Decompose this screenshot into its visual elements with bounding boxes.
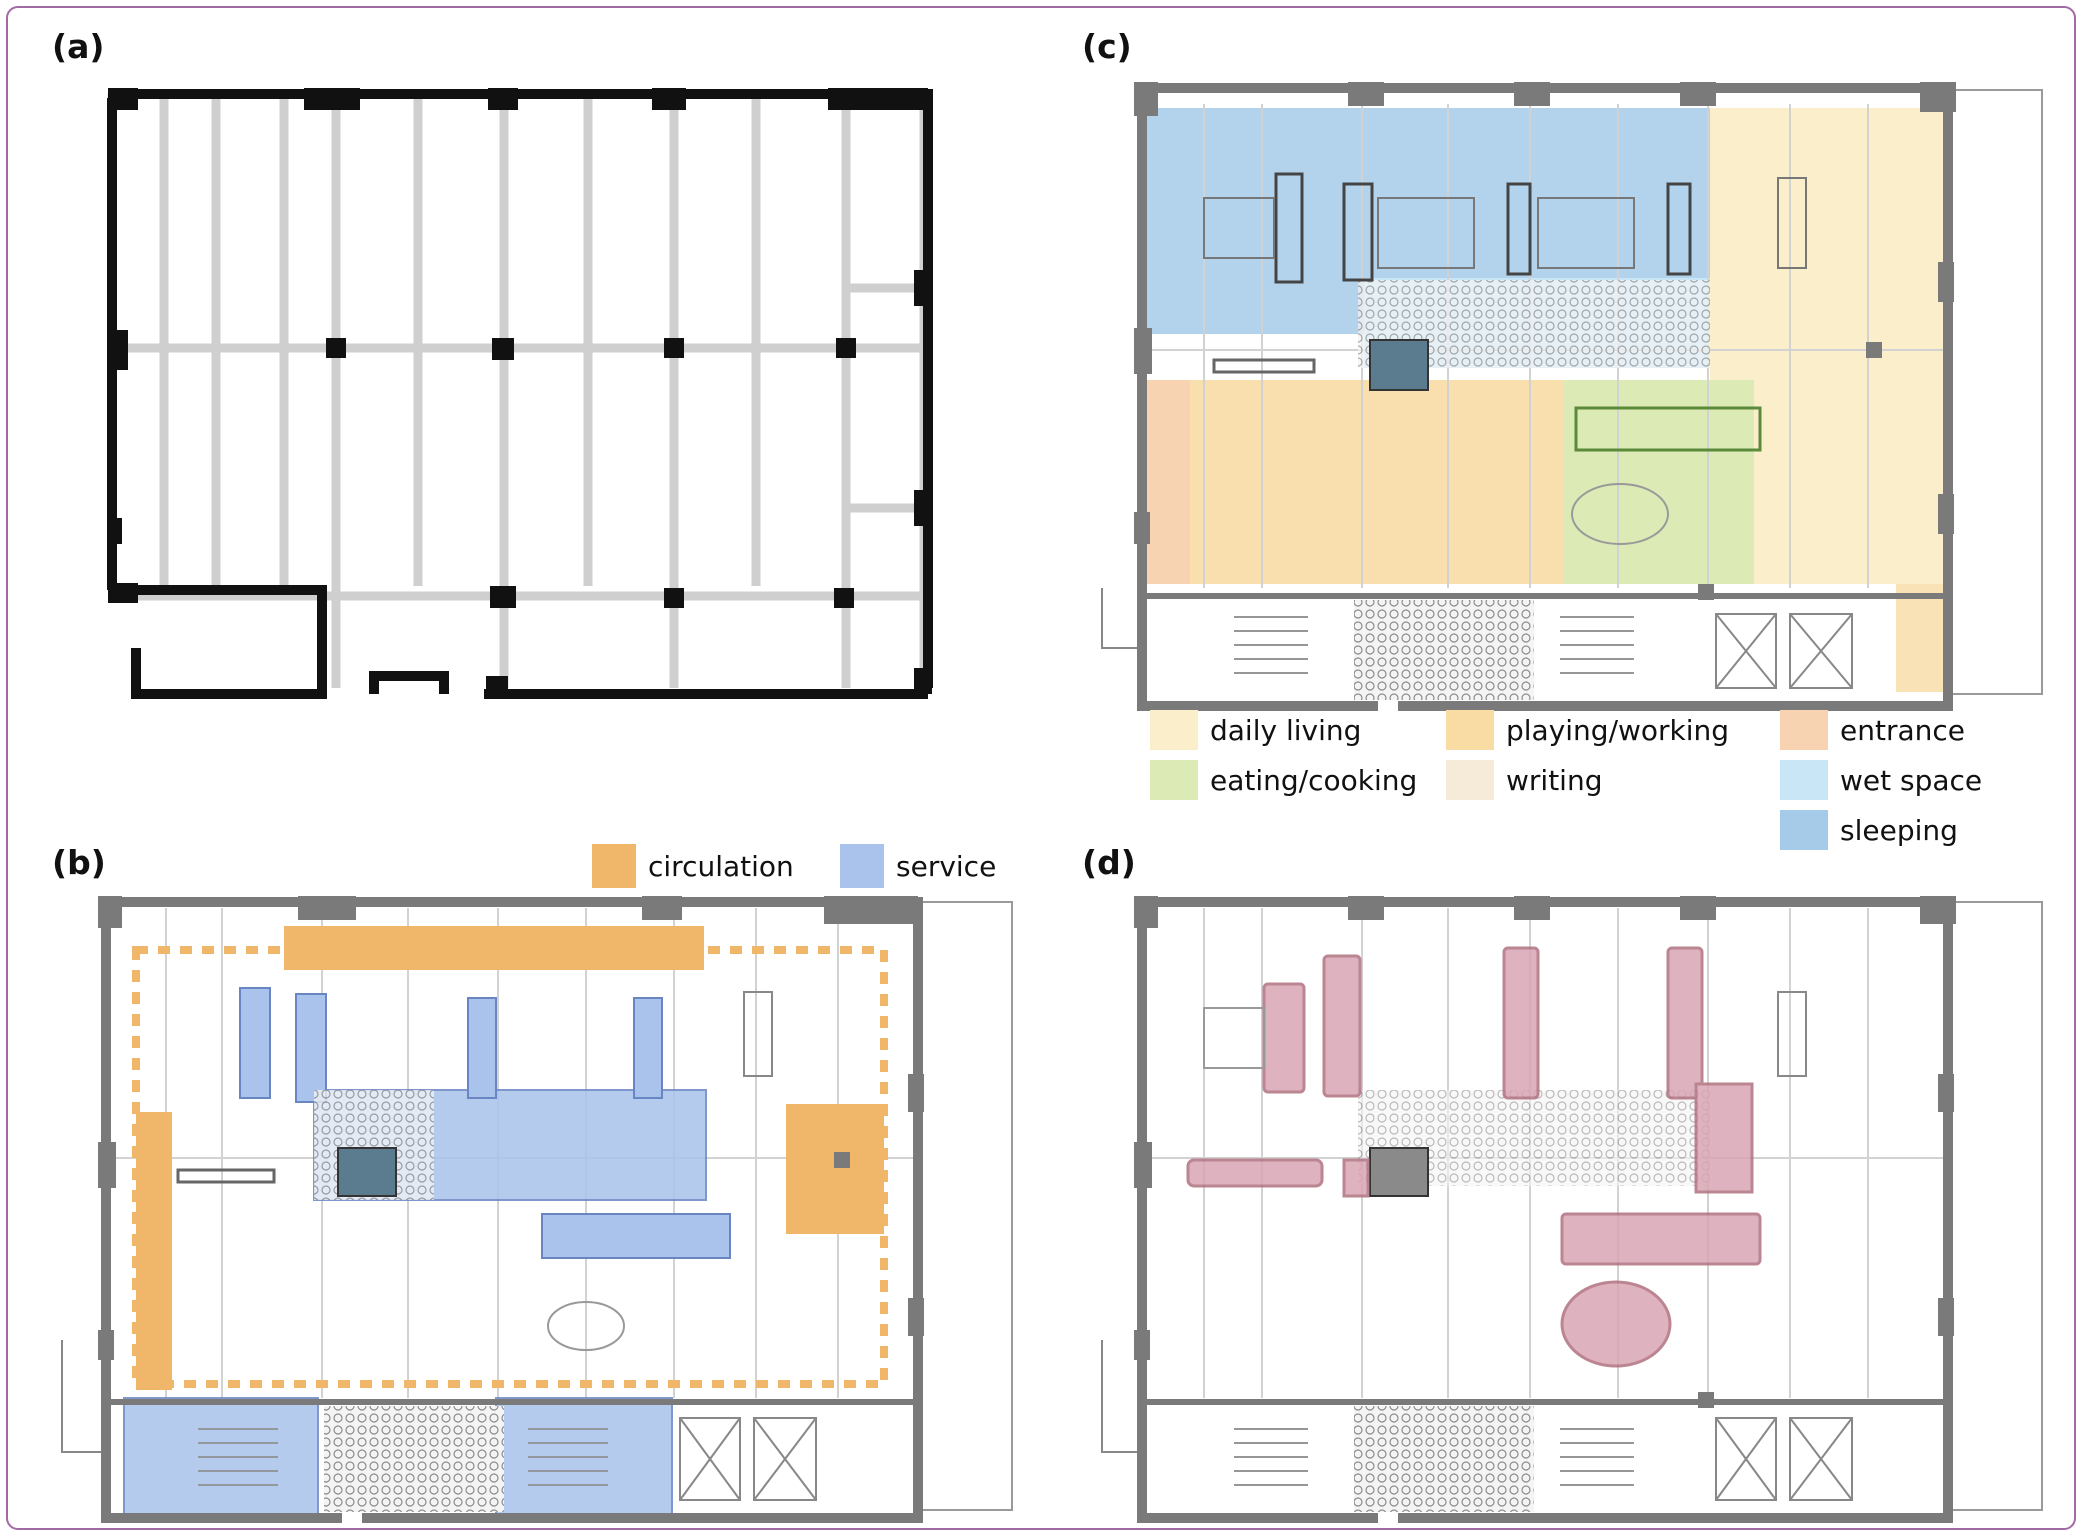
structure-outline [107, 89, 933, 699]
legend-c-swatch [1446, 710, 1494, 750]
legend-c-swatch [1780, 810, 1828, 850]
legend-b-label: circulation [648, 850, 794, 883]
legend-c-swatch [1446, 760, 1494, 800]
panel-d-label: (d) [1082, 843, 1136, 882]
legend-c-label: eating/cooking [1210, 764, 1417, 797]
legend-b-item: service [840, 844, 996, 888]
legend-c-item: playing/working [1446, 710, 1729, 750]
legend-c-item: eating/cooking [1150, 760, 1417, 800]
floorplan-d [1101, 896, 2043, 1523]
legend-c-item: daily living [1150, 710, 1361, 750]
highlighted-furniture [1186, 946, 1762, 1368]
structure-grid [107, 94, 929, 688]
legend-b-swatch [840, 844, 884, 888]
legend-c-swatch [1150, 710, 1198, 750]
legend-c-item: sleeping [1780, 810, 1958, 850]
figure-canvas: (a) [52, 27, 2043, 1523]
legend-c-label: entrance [1840, 714, 1965, 747]
legend-c-label: daily living [1210, 714, 1361, 747]
legend-c-swatch [1780, 760, 1828, 800]
columns [108, 88, 932, 698]
panel-b: (b) circulation service [52, 843, 1013, 1523]
floorplan-b [61, 896, 1013, 1523]
panel-b-label: (b) [52, 843, 106, 882]
panel-c: (c) [1082, 27, 2043, 850]
legend-c: daily living playing/working entrance ea… [1150, 710, 1982, 850]
legend-b: circulation service [592, 844, 996, 888]
legend-c-swatch [1780, 710, 1828, 750]
panel-d: (d) [1082, 843, 2043, 1523]
panel-a: (a) [52, 27, 933, 699]
legend-c-label: playing/working [1506, 714, 1729, 747]
floorplan-c [1101, 82, 2043, 711]
legend-c-label: wet space [1840, 764, 1982, 797]
legend-b-label: service [896, 850, 996, 883]
legend-c-item: writing [1446, 760, 1602, 800]
panel-a-label: (a) [52, 27, 104, 66]
legend-c-item: wet space [1780, 760, 1982, 800]
legend-c-item: entrance [1780, 710, 1965, 750]
figure-frame: (a) [6, 6, 2076, 1530]
legend-c-label: writing [1506, 764, 1602, 797]
legend-b-item: circulation [592, 844, 794, 888]
service-core-b [101, 897, 923, 1523]
panel-c-label: (c) [1082, 27, 1132, 66]
legend-c-swatch [1150, 760, 1198, 800]
zones-c [1140, 108, 1948, 692]
legend-b-swatch [592, 844, 636, 888]
legend-c-label: sleeping [1840, 814, 1958, 847]
